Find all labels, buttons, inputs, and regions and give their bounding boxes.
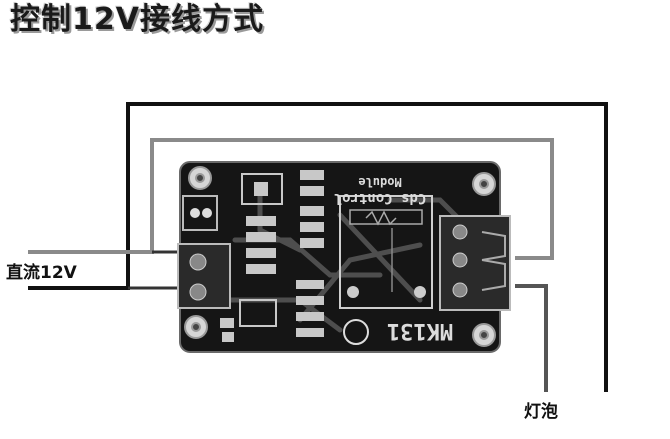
- wire-join: [128, 250, 180, 290]
- capacitor: [343, 319, 369, 345]
- dc-12v-label: 直流12V: [6, 263, 77, 283]
- relay: [339, 195, 433, 309]
- outer-wire: [28, 102, 608, 392]
- power-terminal: [177, 243, 231, 309]
- sensor-header: [182, 195, 218, 231]
- lamp-wire: [515, 284, 548, 392]
- lamp-label: 灯泡: [524, 402, 558, 422]
- silkscreen-line1: Cds Control: [334, 190, 427, 206]
- silkscreen-line2: Module: [358, 175, 401, 189]
- inner-wire: [28, 138, 554, 260]
- pcb-board: Cds Control Module MK131: [177, 161, 511, 353]
- model-label: MK131: [387, 318, 453, 343]
- mount-holes: [184, 166, 496, 347]
- load-terminal: [439, 215, 511, 311]
- page-title: 控制12V接线方式: [10, 2, 264, 37]
